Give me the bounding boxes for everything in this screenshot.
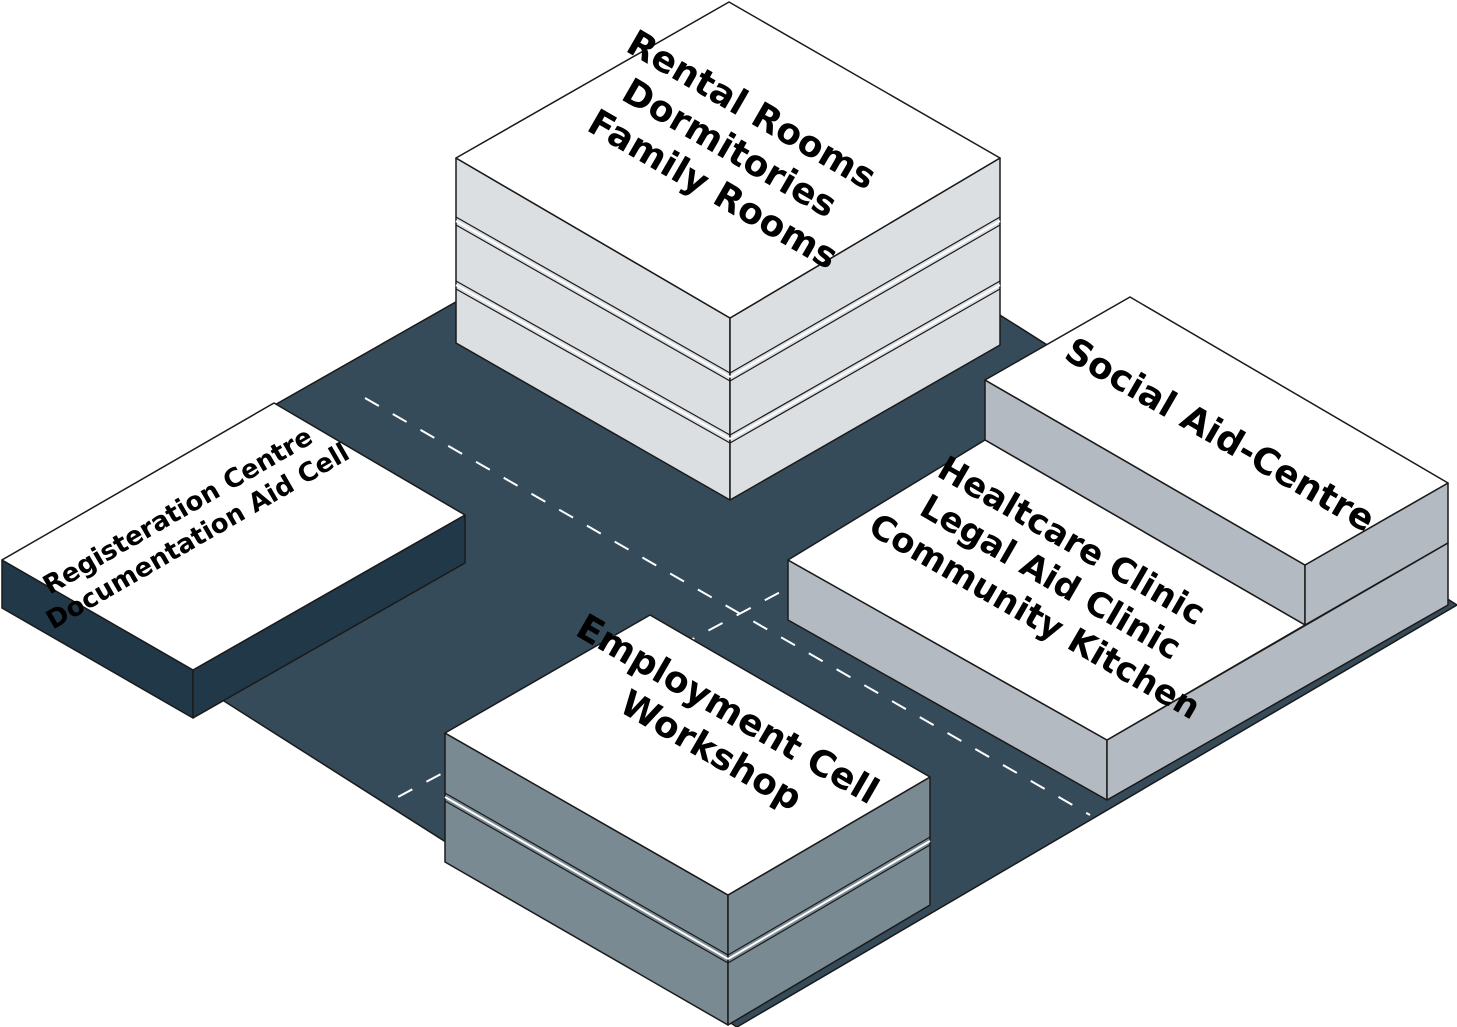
floor-line-2-left — [455, 280, 731, 436]
employment-block-roof — [444, 614, 931, 896]
aid-services-block-roof — [787, 439, 1306, 741]
floor-line-1-right-b — [729, 224, 1001, 382]
floor-line-1-right — [729, 216, 1001, 374]
emp-floor-line-left — [444, 792, 729, 956]
residential-tower-roof — [455, 1, 1001, 319]
emp-floor-line-right — [727, 836, 931, 956]
floor-line-2-right — [729, 280, 1001, 436]
residential-tower: Rental Rooms Dormitories Family Rooms — [455, 1, 1001, 501]
social-aid-block-roof — [984, 296, 1449, 566]
emp-floor-line-right-b — [727, 844, 931, 964]
emp-floor-gap-right — [727, 840, 931, 960]
floor-line-1-left — [455, 216, 731, 374]
floor-gap-2-right — [729, 284, 1001, 440]
floor-gap-2-left — [455, 284, 731, 440]
floor-gap-1-left — [455, 220, 731, 378]
floor-line-1-left-b — [455, 224, 731, 382]
aid-services-block-right-face — [1106, 542, 1449, 801]
floor-gap-1-right — [729, 220, 1001, 378]
floor-line-2-right-b — [729, 288, 1001, 444]
employment-block: Employment Cell Workshop — [444, 607, 931, 1026]
emp-floor-gap-left — [444, 796, 729, 960]
registration-block-roof — [1, 402, 466, 671]
road-marking-diagonal — [364, 397, 1091, 816]
social-aid-block: Social Aid-Centre — [984, 296, 1449, 626]
registration-block: Registeration Centre Documentation Aid C… — [1, 402, 466, 719]
aid-services-block: Healtcare Clinic Legal Aid Clinic Commun… — [787, 439, 1449, 801]
floor-line-2-left-b — [455, 288, 731, 444]
emp-floor-line-left-b — [444, 800, 729, 964]
